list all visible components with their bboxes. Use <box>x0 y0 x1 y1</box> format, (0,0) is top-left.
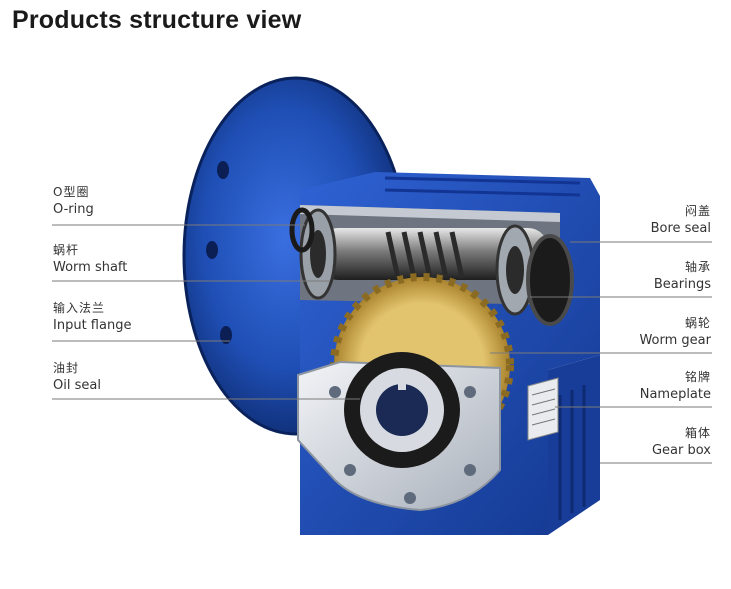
label-nameplate-en: Nameplate <box>639 387 711 402</box>
label-bearings: 轴承 Bearings <box>654 259 711 293</box>
label-input-flange: 输入法兰 Input flange <box>53 300 131 334</box>
label-o-ring: O型圈 O-ring <box>53 184 94 218</box>
label-oil-seal-zh: 油封 <box>53 361 80 375</box>
label-worm-gear-en: Worm gear <box>639 333 711 348</box>
label-bore-seal-zh: 闷盖 <box>684 204 711 218</box>
label-worm-shaft-en: Worm shaft <box>53 260 128 275</box>
o-ring-part <box>289 207 315 253</box>
label-gear-box: 箱体 Gear box <box>652 425 711 459</box>
worm-shaft-part <box>318 228 548 280</box>
label-nameplate: 铭牌 Nameplate <box>640 369 711 403</box>
label-bore-seal: 闷盖 Bore seal <box>651 203 711 237</box>
label-worm-shaft: 蜗杆 Worm shaft <box>53 242 127 276</box>
label-oil-seal: 油封 Oil seal <box>53 360 101 394</box>
oil-seal-part <box>344 352 460 468</box>
page-title: Products structure view <box>12 6 302 34</box>
bore-seal-part <box>526 234 574 326</box>
label-oil-seal-en: Oil seal <box>53 378 101 393</box>
label-worm-shaft-zh: 蜗杆 <box>53 243 80 257</box>
label-input-flange-en: Input flange <box>53 318 132 333</box>
label-worm-gear: 蜗轮 Worm gear <box>639 315 711 349</box>
label-o-ring-zh: O型圈 <box>53 185 90 199</box>
label-gear-box-en: Gear box <box>651 443 711 458</box>
bearing-right-part <box>495 224 535 316</box>
label-bearings-en: Bearings <box>653 277 711 292</box>
bearing-left-part <box>299 208 337 300</box>
label-gear-box-zh: 箱体 <box>684 426 711 440</box>
label-input-flange-zh: 输入法兰 <box>53 301 106 315</box>
label-bearings-zh: 轴承 <box>684 260 711 274</box>
nameplate-part <box>527 377 559 441</box>
label-nameplate-zh: 铭牌 <box>684 370 711 384</box>
label-bore-seal-en: Bore seal <box>650 221 711 236</box>
label-o-ring-en: O-ring <box>53 202 94 217</box>
label-worm-gear-zh: 蜗轮 <box>684 316 711 330</box>
